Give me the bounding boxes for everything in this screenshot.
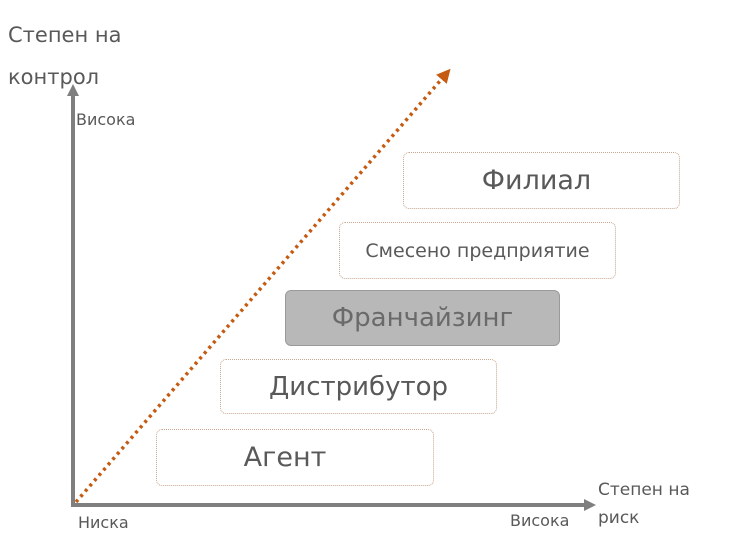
x-axis-title: Степен на риск	[598, 480, 690, 528]
box-franchise-label: Франчайзинг	[331, 303, 514, 333]
y-axis-high-label: Висока	[76, 110, 136, 129]
box-franchise: Франчайзинг	[285, 290, 560, 346]
box-distributor-label: Дистрибутор	[268, 371, 449, 402]
y-axis-title: Степен на контрол	[8, 23, 122, 89]
box-branch-label: Филиал	[481, 165, 592, 196]
box-distributor: Дистрибутор	[220, 359, 497, 414]
box-branch: Филиал	[403, 152, 680, 209]
box-joint-venture: Смесено предприятие	[339, 222, 616, 279]
trend-arrow	[74, 68, 451, 504]
x-axis-low-label: Ниска	[78, 513, 129, 532]
box-agent-label: Агент	[243, 442, 327, 473]
x-axis-high-label: Висока	[510, 511, 570, 530]
box-agent: Агент	[156, 429, 434, 486]
box-joint-venture-label: Смесено предприятие	[365, 239, 590, 262]
